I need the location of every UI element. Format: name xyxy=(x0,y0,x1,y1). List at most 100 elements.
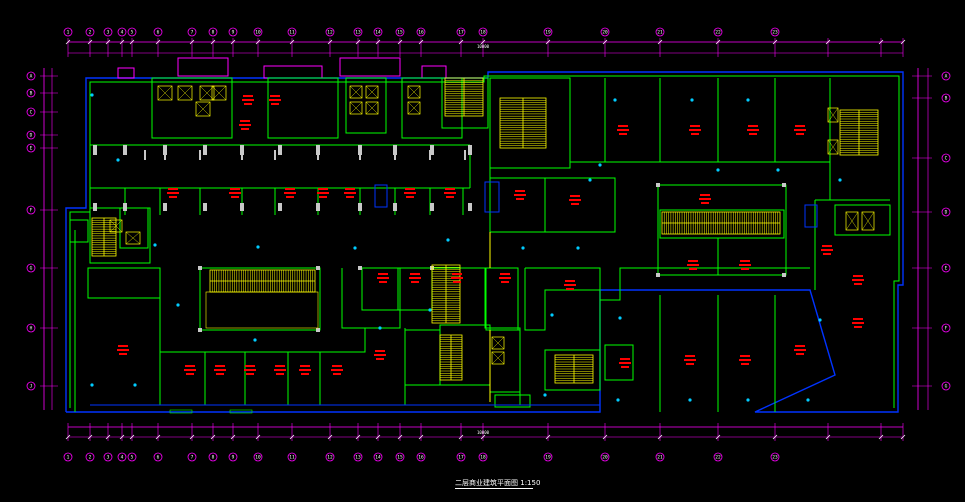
top-grid-axis-label: 10 xyxy=(255,30,261,36)
room-tag-line xyxy=(823,253,831,255)
elevator-cross xyxy=(407,85,421,99)
top-grid-axis-label: 18 xyxy=(480,30,486,36)
room-tag-icon xyxy=(444,188,456,198)
room-tag-icon xyxy=(794,125,806,135)
elevator-cross xyxy=(157,85,173,101)
grid-bubble-icon xyxy=(253,452,263,462)
room-tag-icon xyxy=(687,260,699,270)
stair-icon xyxy=(431,264,461,324)
column-icon xyxy=(358,266,362,270)
elevator-icon xyxy=(125,231,141,245)
room-tag-line xyxy=(739,359,751,361)
grid-bubble-icon xyxy=(353,452,363,462)
grid-bubble-icon xyxy=(941,71,951,81)
fixture-icon xyxy=(550,313,554,317)
room-tag-line xyxy=(499,277,511,279)
grid-bubble-icon xyxy=(655,27,665,37)
room-tag-line xyxy=(284,192,296,194)
drawing-title-text: 二层商业建筑平面图 xyxy=(455,479,518,487)
fixture-icon xyxy=(446,238,450,242)
elevator-outline xyxy=(845,211,859,231)
fixture-icon xyxy=(806,398,810,402)
room-tag-line xyxy=(854,283,862,285)
column-icon xyxy=(430,203,434,211)
room-tag-line xyxy=(244,369,256,371)
top-grid-axis-label: 9 xyxy=(232,30,235,36)
grid-bubble-icon xyxy=(228,27,238,37)
utility-room xyxy=(494,394,531,408)
dimension-tick-mark xyxy=(327,434,333,440)
right-grid-axis-label: B xyxy=(945,96,948,102)
grid-bubble-icon xyxy=(187,27,197,37)
top-grid-axis-label: 4 xyxy=(121,30,124,36)
elevator-icon xyxy=(827,139,839,155)
column-icon xyxy=(468,145,472,155)
grid-bubble-icon xyxy=(373,27,383,37)
fixture-icon xyxy=(776,168,780,172)
elevator-outline xyxy=(211,85,227,101)
column-icon xyxy=(316,266,320,270)
elevator-icon xyxy=(211,85,227,101)
elevator-room xyxy=(834,204,891,236)
dimension-tick-mark xyxy=(210,434,216,440)
room-tag-line xyxy=(740,355,750,357)
dimension-tick-mark xyxy=(480,434,486,440)
room-tag-line xyxy=(686,363,694,365)
stair-icon xyxy=(439,334,463,381)
room-tag-line xyxy=(701,202,709,204)
room-tag-line xyxy=(444,192,456,194)
bottom-grid-axis-label: 5 xyxy=(131,455,134,461)
room-tag-line xyxy=(318,188,328,190)
room-tag-line xyxy=(169,196,177,198)
roof-projection xyxy=(339,57,401,77)
top-grid-axis-label: 16 xyxy=(418,30,424,36)
dimension-tick-mark xyxy=(418,39,424,45)
room-tag-line xyxy=(215,365,225,367)
room-tag-icon xyxy=(699,194,711,204)
grid-bubble-icon xyxy=(208,452,218,462)
grid-bubble-icon xyxy=(117,452,127,462)
room-tag-line xyxy=(404,192,416,194)
room-tag-line xyxy=(794,349,806,351)
room-tag-icon xyxy=(499,273,511,283)
room-tag-icon xyxy=(377,273,389,283)
column-icon xyxy=(316,328,320,332)
column-icon xyxy=(430,145,434,155)
room-tag-icon xyxy=(852,275,864,285)
room-tag-line xyxy=(852,322,864,324)
elevator-icon xyxy=(491,351,505,365)
left-grid-axis-label: J xyxy=(30,384,33,390)
room-tag-line xyxy=(242,99,254,101)
dimension-tick-mark xyxy=(772,39,778,45)
bottom-grid-axis-label: 14 xyxy=(375,455,381,461)
vent-grille xyxy=(169,409,193,414)
dimension-tick-mark xyxy=(900,434,906,440)
room-tag-line xyxy=(345,188,355,190)
column-icon xyxy=(316,203,320,211)
dimension-tick-mark xyxy=(155,434,161,440)
dimension-tick-mark xyxy=(657,39,663,45)
escalator-void xyxy=(659,209,785,239)
room-tag-line xyxy=(332,365,342,367)
room-tag-line xyxy=(231,196,239,198)
stair-icon xyxy=(209,269,316,293)
elevator-cross xyxy=(349,101,363,115)
stair-icon xyxy=(554,354,594,384)
bottom-overall-dimension: 10000 xyxy=(477,430,490,435)
dimension-tick-mark xyxy=(87,39,93,45)
elevator-cross xyxy=(491,351,505,365)
room-tag-line xyxy=(271,103,279,105)
column-icon xyxy=(393,203,397,211)
bottom-grid-axis-label: 2 xyxy=(89,455,92,461)
bottom-grid-axis-label: 12 xyxy=(327,455,333,461)
room-tag-line xyxy=(565,280,575,282)
room-tag-line xyxy=(794,129,806,131)
grid-bubble-icon xyxy=(941,381,951,391)
elevator-cross xyxy=(407,101,421,115)
room-tag-line xyxy=(118,345,128,347)
room-tag-line xyxy=(285,188,295,190)
room-tag-line xyxy=(619,362,631,364)
fixture-icon xyxy=(818,318,822,322)
bottom-grid-axis-label: 8 xyxy=(212,455,215,461)
dimension-tick-mark xyxy=(397,39,403,45)
